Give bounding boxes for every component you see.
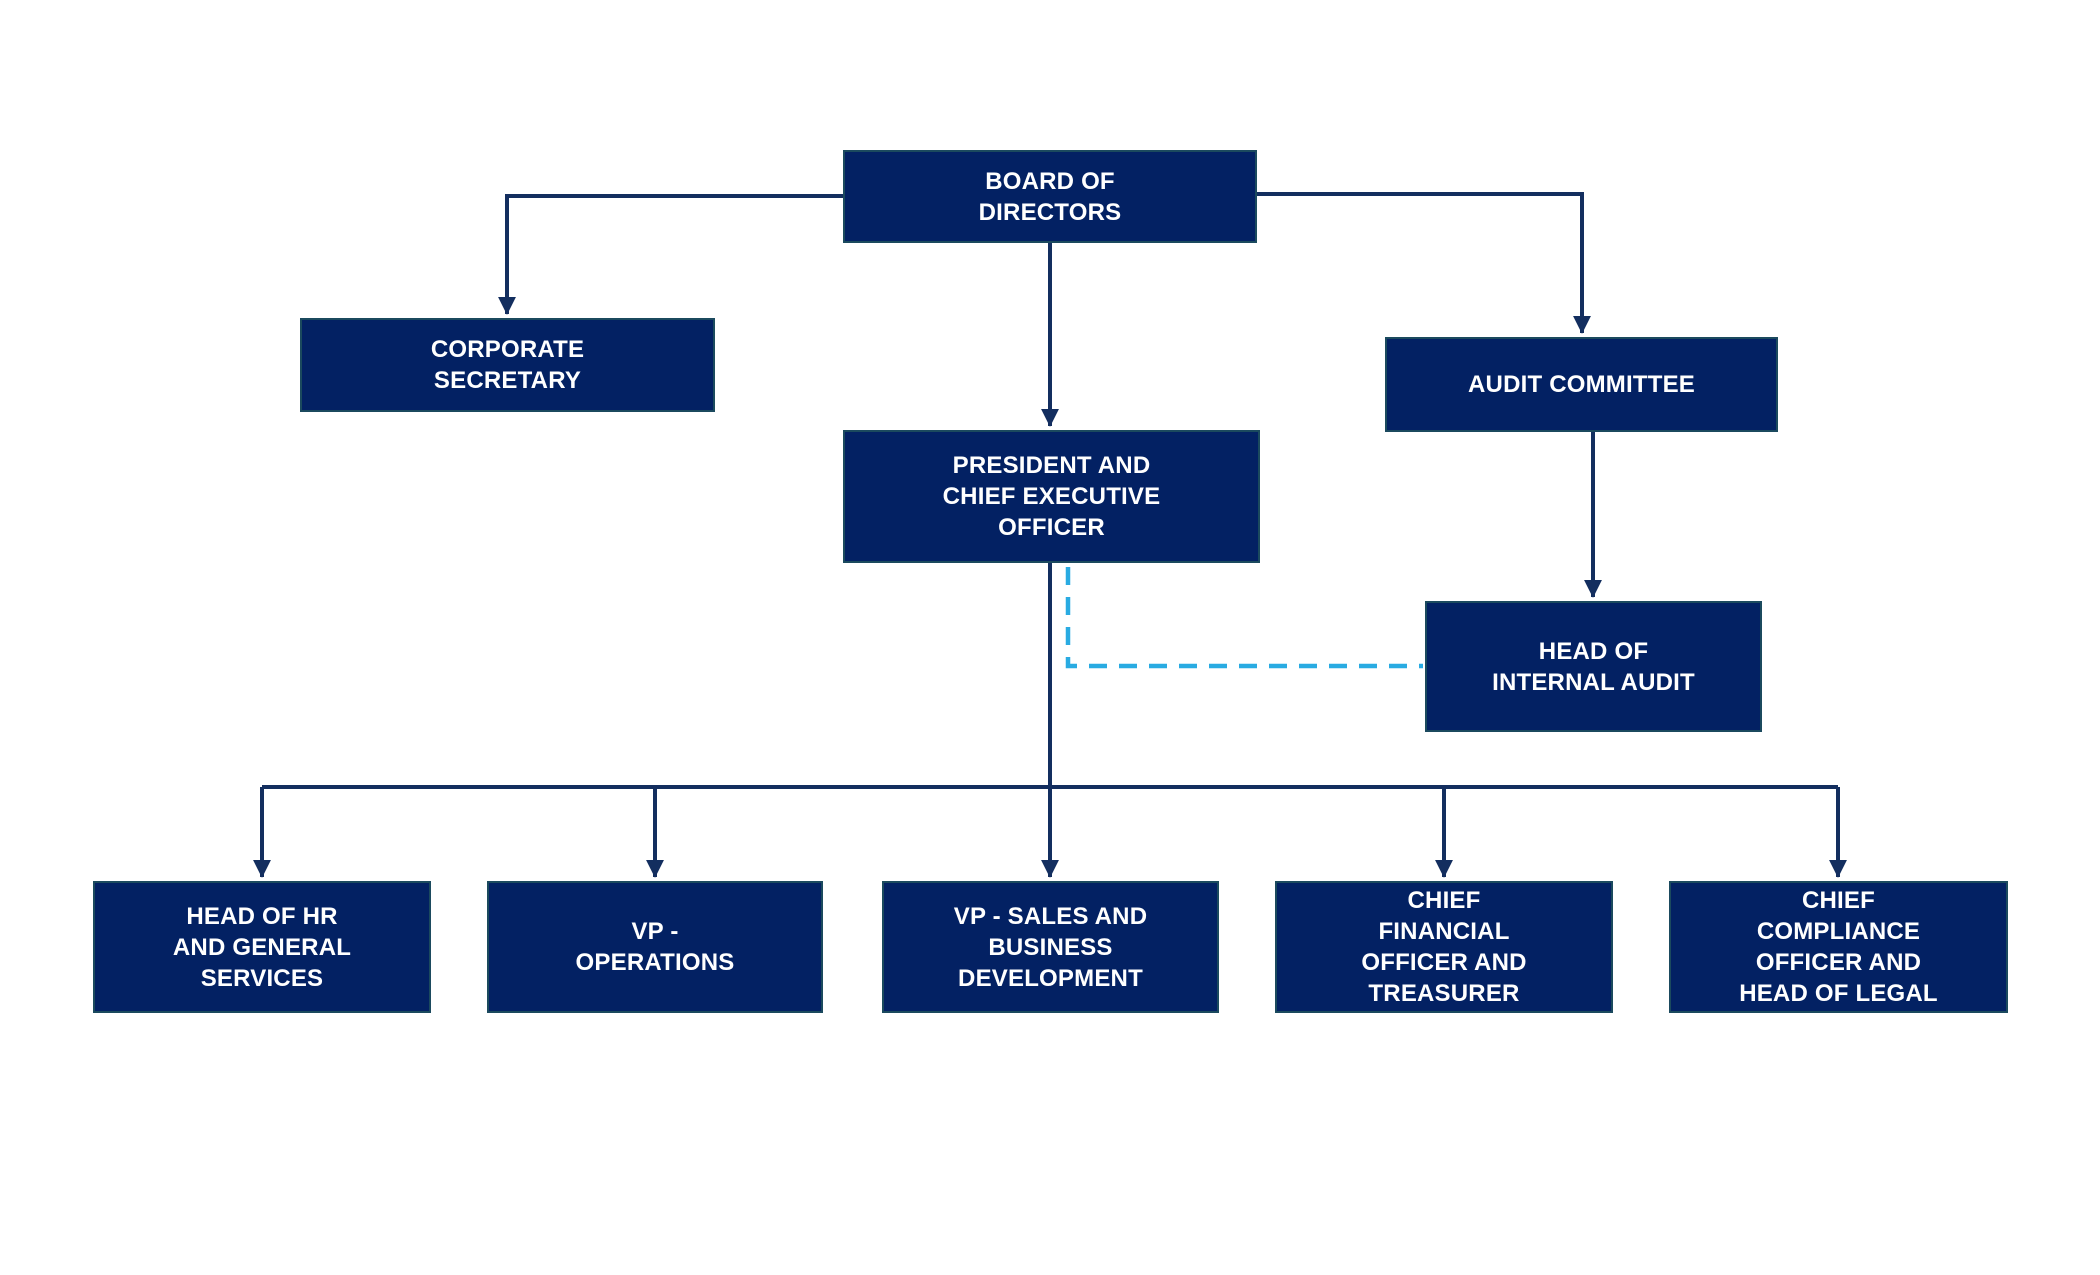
org-node-label: CHIEF COMPLIANCE OFFICER AND HEAD OF LEG… xyxy=(1739,887,1938,1007)
org-node-label: VP - SALES AND BUSINESS DEVELOPMENT xyxy=(953,902,1148,992)
org-node-president-ceo: PRESIDENT AND CHIEF EXECUTIVE OFFICER xyxy=(843,430,1260,563)
org-node-label: CORPORATE SECRETARY xyxy=(430,336,585,394)
org-node-label: HEAD OF INTERNAL AUDIT xyxy=(1492,637,1695,696)
org-node-board-of-directors: BOARD OF DIRECTORS xyxy=(843,150,1257,243)
org-node-label: CHIEF FINANCIAL OFFICER AND TREASURER xyxy=(1361,887,1527,1007)
org-node-vp-operations: VP - OPERATIONS xyxy=(487,881,823,1013)
org-node-head-internal-audit: HEAD OF INTERNAL AUDIT xyxy=(1425,601,1762,732)
org-node-cfo-treasurer: CHIEF FINANCIAL OFFICER AND TREASURER xyxy=(1275,881,1613,1013)
connector-board-to-audit-committee xyxy=(1257,192,1591,334)
org-node-label: VP - OPERATIONS xyxy=(575,918,735,976)
org-node-cco-head-legal: CHIEF COMPLIANCE OFFICER AND HEAD OF LEG… xyxy=(1669,881,2008,1013)
org-node-label: BOARD OF DIRECTORS xyxy=(978,167,1122,226)
org-node-audit-committee: AUDIT COMMITTEE xyxy=(1385,337,1778,432)
connector-board-to-corporate-secretary xyxy=(498,194,843,315)
org-node-head-hr-general-services: HEAD OF HR AND GENERAL SERVICES xyxy=(93,881,431,1013)
org-node-label: AUDIT COMMITTEE xyxy=(1468,371,1695,398)
org-node-vp-sales-business-dev: VP - SALES AND BUSINESS DEVELOPMENT xyxy=(882,881,1219,1013)
connector-dashed-ceo-to-head-internal-audit xyxy=(1065,567,1423,669)
org-node-corporate-secretary: CORPORATE SECRETARY xyxy=(300,318,715,412)
org-node-label: HEAD OF HR AND GENERAL SERVICES xyxy=(172,902,352,992)
org-node-label: PRESIDENT AND CHIEF EXECUTIVE OFFICER xyxy=(942,452,1161,541)
